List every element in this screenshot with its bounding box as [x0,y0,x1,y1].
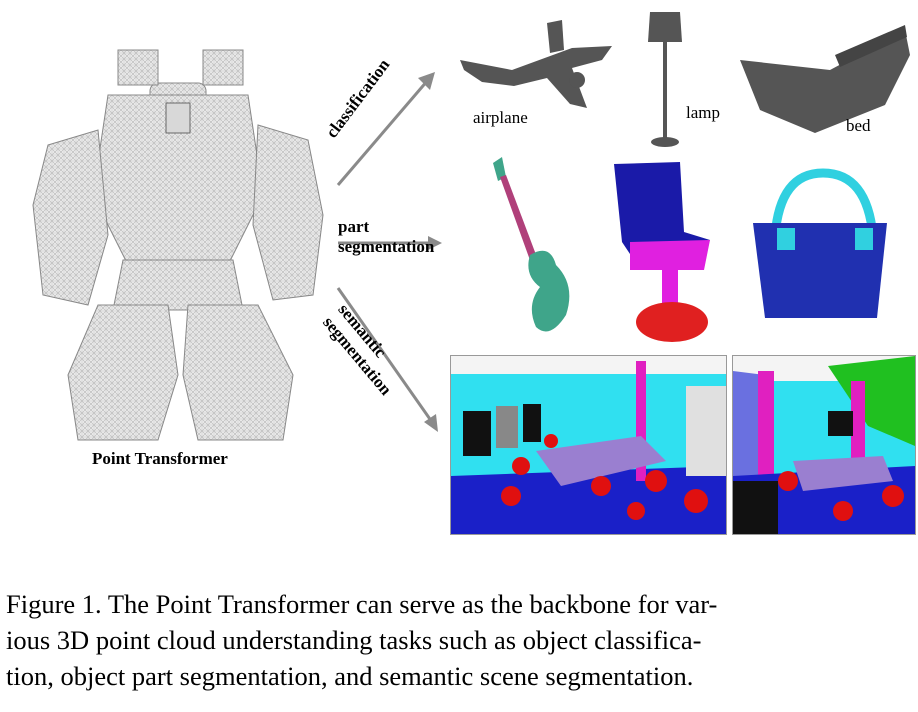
caption-line-3: tion, object part segmentation, and sema… [6,661,694,691]
figure-caption: Figure 1. The Point Transformer can serv… [6,586,912,694]
classification-arrow [336,79,430,186]
semantic-segmentation-arrow [336,287,434,423]
lamp-label: lamp [686,103,720,122]
robot-label: Point Transformer [92,449,228,468]
guitar-point-cloud-image [493,157,570,332]
caption-line-2: ious 3D point cloud understanding tasks … [6,625,702,655]
chair-point-cloud-image [614,162,710,342]
robot-point-cloud-image [32,49,324,441]
scene-segmentation-image-1 [450,355,727,535]
airplane-label: airplane [473,108,528,127]
bed-label: bed [846,116,871,135]
part-segmentation-label: part segmentation [338,217,434,257]
part-label-line2: segmentation [338,237,435,256]
bag-point-cloud-image [753,168,887,318]
bed-point-cloud-image [740,25,910,133]
lamp-point-cloud-image [648,12,682,147]
scene-segmentation-image-2 [732,355,916,535]
airplane-point-cloud-image [460,20,612,108]
part-label-line1: part [338,217,370,236]
figure: Point Transformer classification part se… [32,12,916,535]
task-arrows [336,72,442,432]
caption-line-1: Figure 1. The Point Transformer can serv… [6,589,718,619]
